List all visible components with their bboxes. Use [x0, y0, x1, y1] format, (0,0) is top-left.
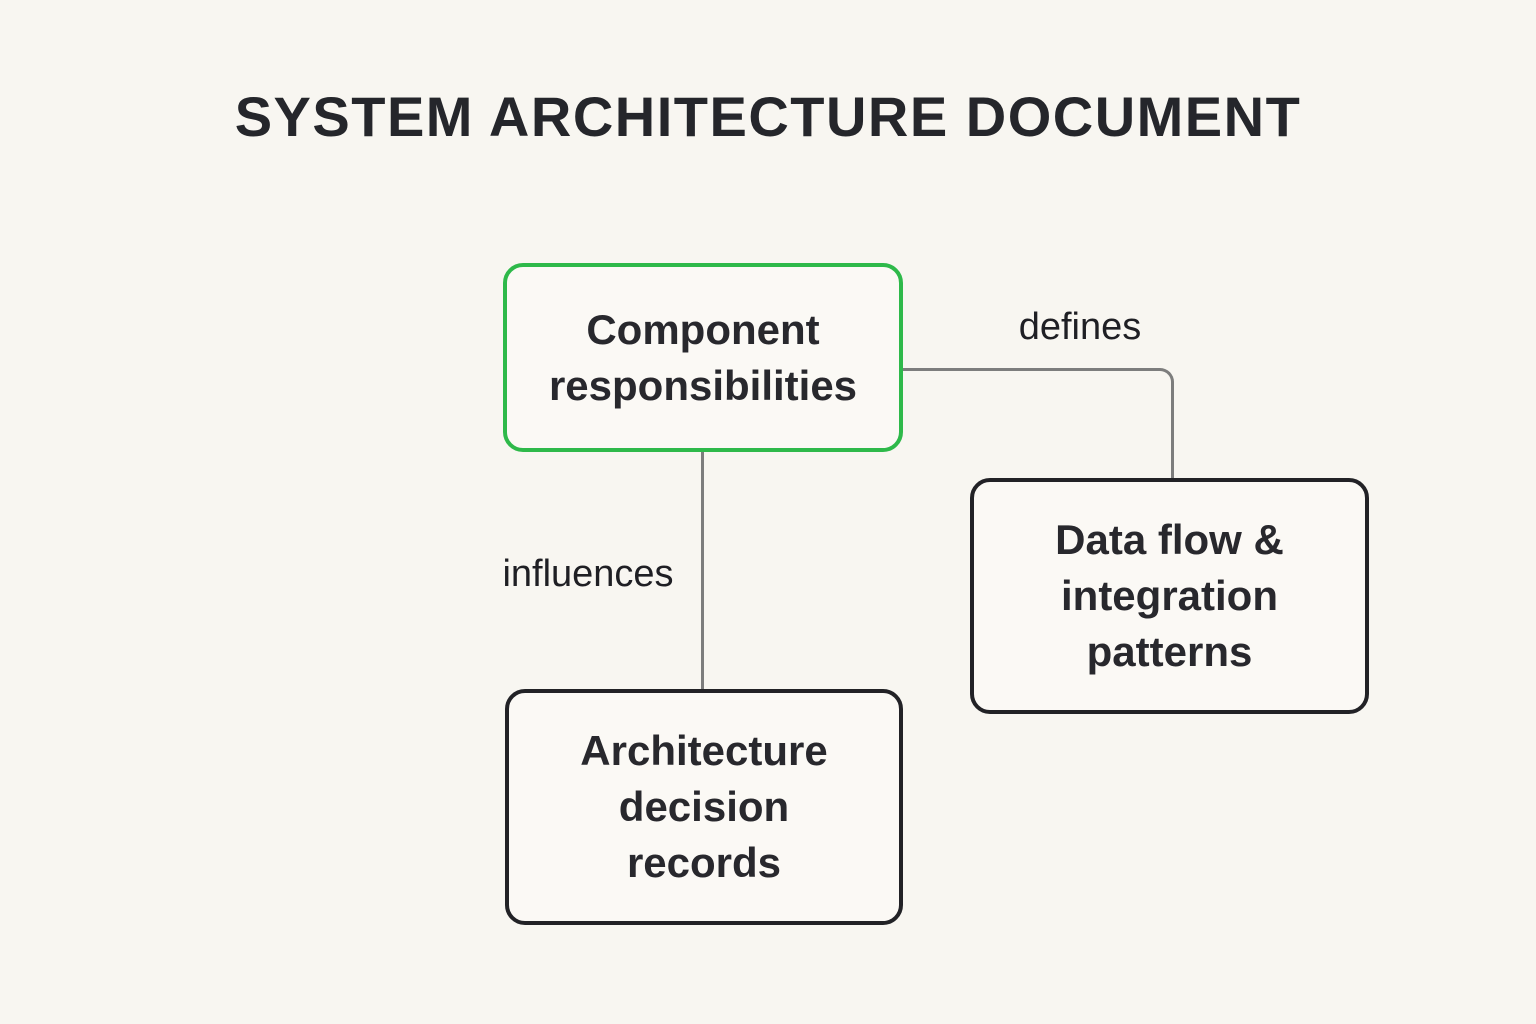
node-data-flow-integration-patterns-label: Data flow & integration patterns	[1055, 516, 1284, 675]
edge-label-defines: defines	[1018, 306, 1142, 348]
edge-defines-connector	[902, 368, 1174, 480]
node-data-flow-integration-patterns[interactable]: Data flow & integration patterns	[970, 478, 1369, 714]
node-architecture-decision-records[interactable]: Architecture decision records	[505, 689, 903, 925]
edge-influences-connector	[701, 452, 704, 691]
node-architecture-decision-records-label: Architecture decision records	[580, 727, 828, 886]
edge-label-influences: influences	[502, 553, 674, 595]
node-component-responsibilities-label: Component responsibilities	[548, 305, 858, 409]
page-title: SYSTEM ARCHITECTURE DOCUMENT	[234, 85, 1302, 148]
node-component-responsibilities[interactable]: Component responsibilities	[503, 263, 903, 452]
